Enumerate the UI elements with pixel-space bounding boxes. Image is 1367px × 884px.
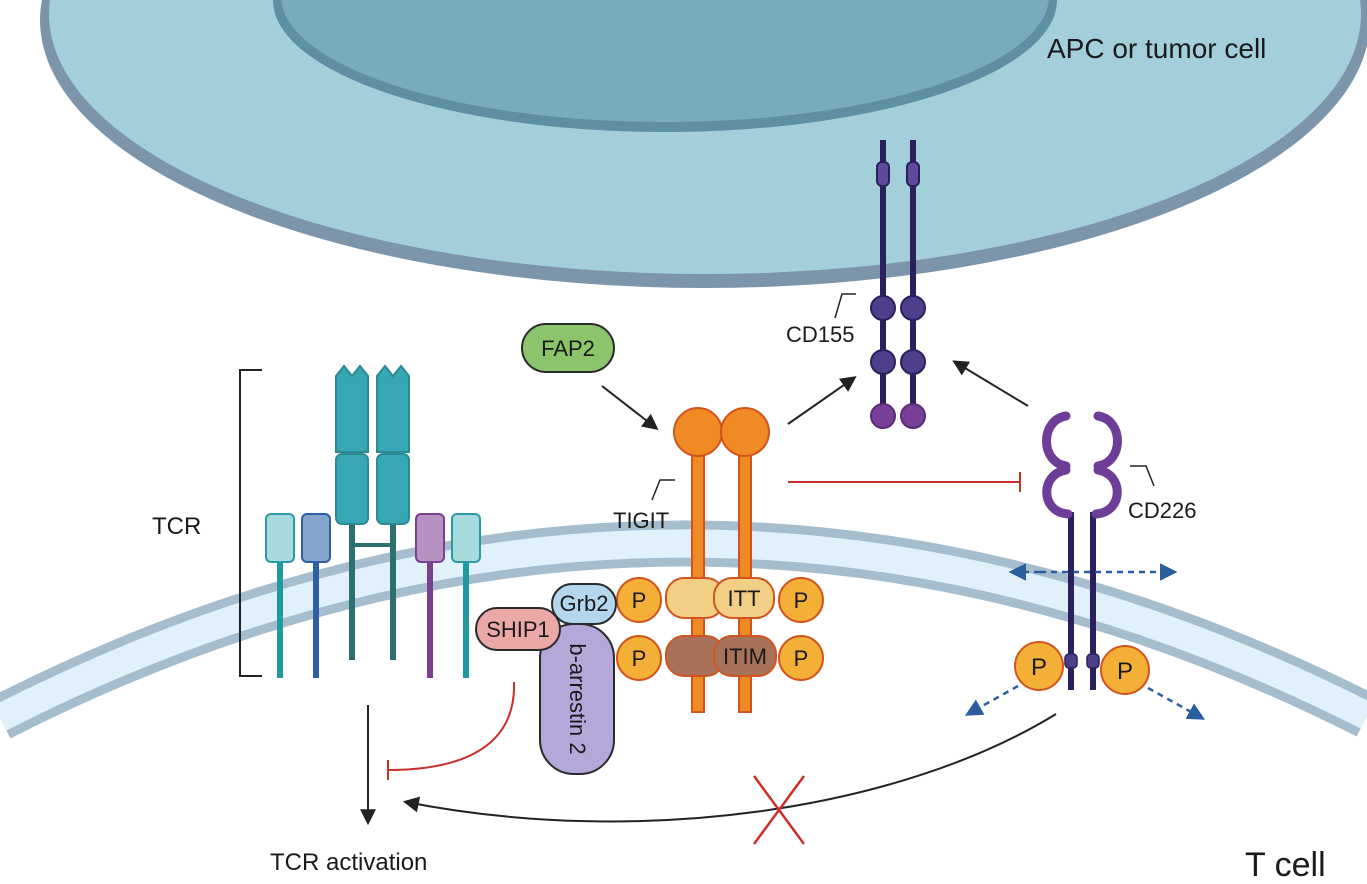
cd226-receptor [1042, 411, 1122, 690]
tcr-bracket [239, 369, 262, 677]
fap2-label: FAP2 [541, 336, 595, 361]
ship1-inhibition [387, 681, 516, 771]
phospho-cd226-left [1014, 641, 1064, 691]
phospho-cd226-right-label: P [1117, 658, 1133, 685]
cd226-label: CD226 [1128, 498, 1196, 523]
apc-cell [40, 0, 1367, 288]
tigit-to-cd155-arrow [787, 376, 857, 425]
cd226-leader [1130, 465, 1155, 487]
fap2-badge [521, 323, 615, 373]
cd155-label: CD155 [786, 322, 854, 347]
cd155-leader [834, 293, 856, 319]
cd226-to-cd155-arrow [952, 360, 1029, 407]
tcr-complex [265, 364, 481, 678]
itim-label: ITIM [723, 644, 767, 669]
grb2-label: Grb2 [560, 591, 609, 616]
apc-label: APC or tumor cell [1047, 33, 1266, 64]
phospho-cd226-left-label: P [1031, 654, 1047, 681]
ship1-label: SHIP1 [486, 617, 550, 642]
barrestin2-label: b-arrestin 2 [565, 643, 590, 754]
tigit-label: TIGIT [613, 508, 669, 533]
phospho-itim-left [616, 635, 662, 681]
fap2-arrow [601, 385, 659, 430]
phospho-itim-left-label: P [632, 646, 647, 671]
tcell-label: T cell [1245, 846, 1326, 884]
ship1-badge [475, 607, 561, 651]
phospho-itt-right [778, 577, 824, 623]
phospho-cd226-right [1100, 645, 1150, 695]
phospho-itt-left [616, 577, 662, 623]
blocked-x-mark [752, 775, 806, 845]
tigit-leader [651, 479, 675, 501]
phospho-itt-right-label: P [794, 588, 809, 613]
tcell-membrane [0, 520, 1367, 739]
grb2-badge [551, 583, 617, 625]
cd155-receptor [870, 140, 926, 429]
phospho-itt-left-label: P [632, 588, 647, 613]
itt-motif [713, 577, 775, 619]
phospho-itim-right [778, 635, 824, 681]
cd226-to-tcr-activation-arrow [402, 713, 1057, 823]
phospho-itim-right-label: P [794, 646, 809, 671]
tcr-activation-label: TCR activation [270, 849, 427, 876]
itt-label: ITT [728, 586, 761, 611]
itim-motif [713, 635, 777, 677]
cd226-lateral-arrows [964, 563, 1206, 720]
tcr-label: TCR [152, 513, 201, 540]
